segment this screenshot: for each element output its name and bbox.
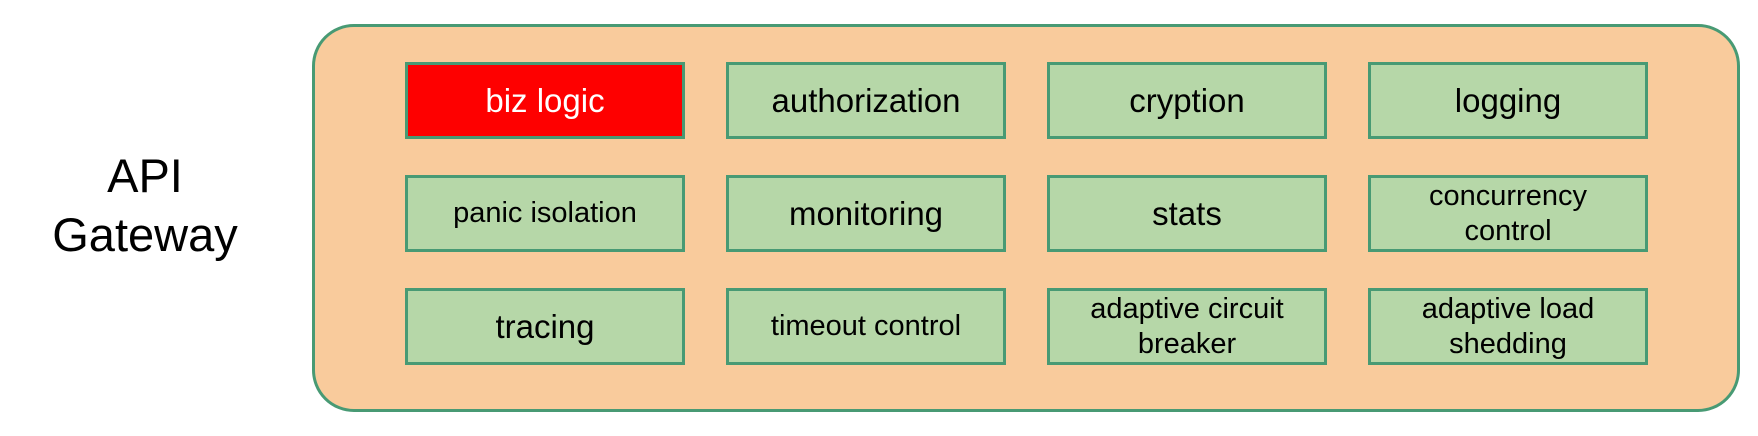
capability-box-biz-logic[interactable]: biz logic (405, 62, 685, 139)
capability-box-adaptive-circuit-breaker[interactable]: adaptive circuit breaker (1047, 288, 1327, 365)
api-gateway-container: biz logic authorization cryption logging… (312, 24, 1740, 412)
capability-box-authorization[interactable]: authorization (726, 62, 1006, 139)
capability-box-timeout-control[interactable]: timeout control (726, 288, 1006, 365)
capability-box-adaptive-load-shedding[interactable]: adaptive load shedding (1368, 288, 1648, 365)
capability-grid: biz logic authorization cryption logging… (405, 62, 1648, 365)
capability-box-panic-isolation[interactable]: panic isolation (405, 175, 685, 252)
capability-box-tracing[interactable]: tracing (405, 288, 685, 365)
capability-box-cryption[interactable]: cryption (1047, 62, 1327, 139)
capability-box-concurrency-control[interactable]: concurrency control (1368, 175, 1648, 252)
capability-box-logging[interactable]: logging (1368, 62, 1648, 139)
capability-box-stats[interactable]: stats (1047, 175, 1327, 252)
api-gateway-label: API Gateway (52, 149, 238, 261)
capability-box-monitoring[interactable]: monitoring (726, 175, 1006, 252)
